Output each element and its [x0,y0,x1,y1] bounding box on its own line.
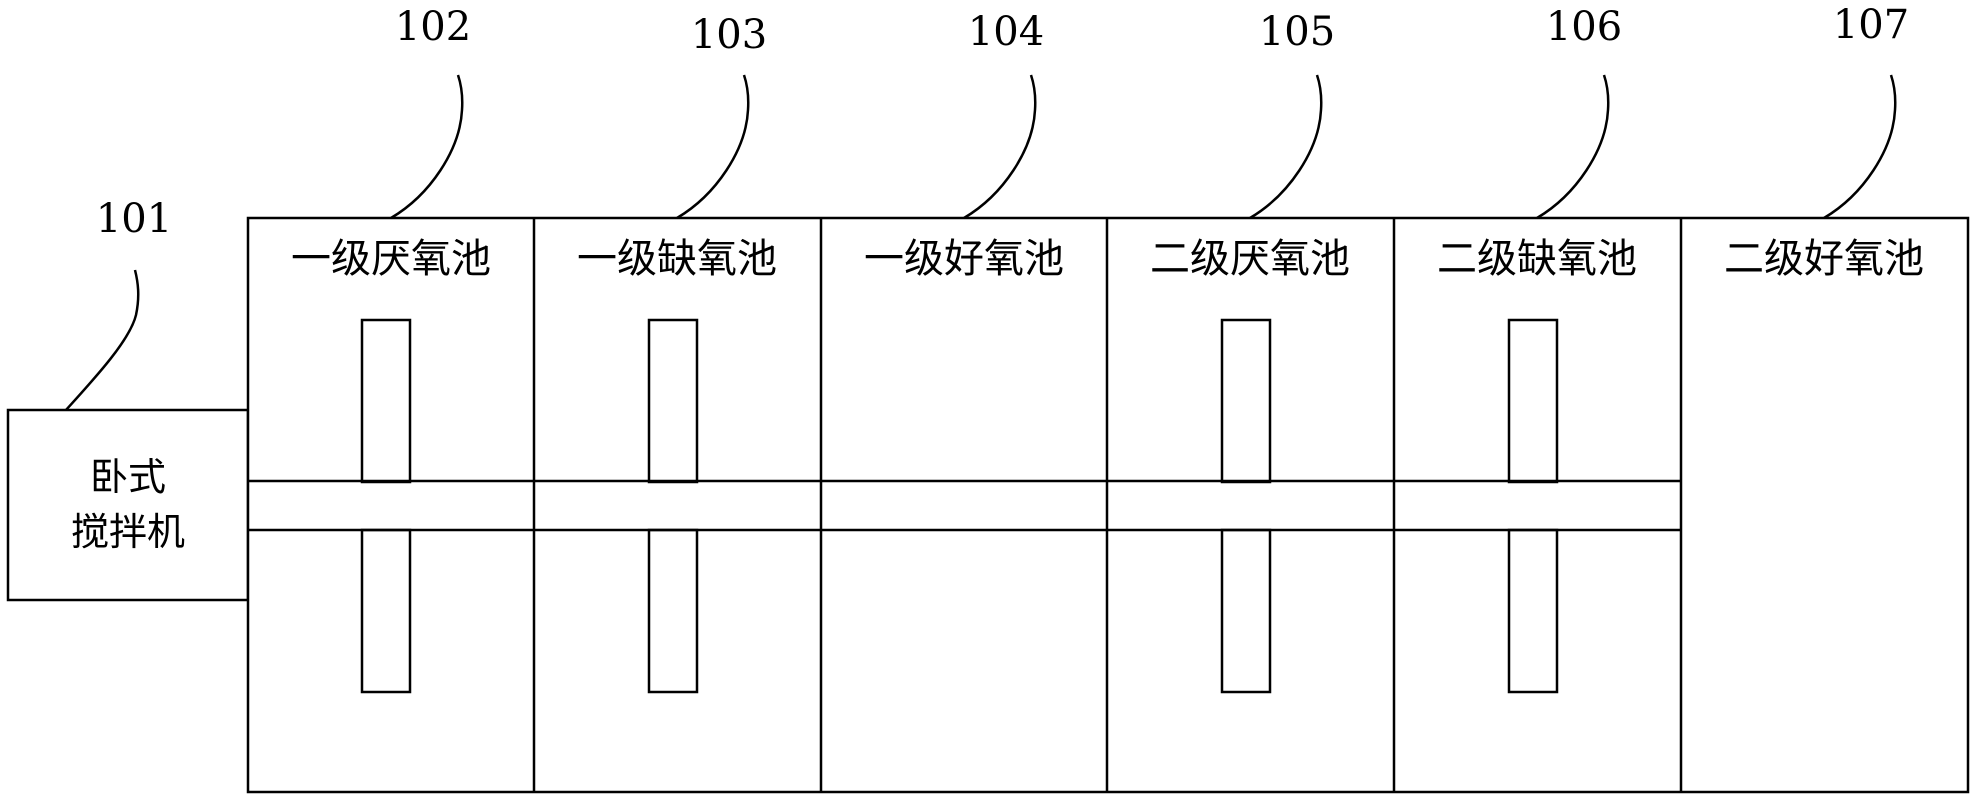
tank-leader-line [390,74,464,220]
tank-6: 二级好氧池 107 [1724,2,1924,282]
tank-label: 一级缺氧池 [577,236,777,282]
tank-leader-line [676,74,750,220]
tank-ref-number: 105 [1259,9,1335,55]
tank-label: 一级厌氧池 [291,236,491,282]
mixer-leader-line [65,269,140,411]
tank-label: 一级好氧池 [864,236,1064,282]
tank-ref-number: 106 [1546,4,1622,50]
tank-leader-line [1536,74,1610,220]
tank-ref-number: 104 [968,9,1044,55]
tank-5: 二级缺氧池 106 [1437,4,1683,792]
mixer-ref-number: 101 [96,196,172,242]
tank-label: 二级缺氧池 [1437,236,1637,282]
tank-ref-number: 102 [395,4,471,50]
tank-leader-line [963,74,1037,220]
mixer-label-line1: 卧式 [90,455,166,499]
tank-ref-number: 107 [1833,2,1909,48]
mixer-label-line2: 搅拌机 [71,510,185,554]
tank-label: 二级好氧池 [1724,236,1924,282]
horizontal-mixer: 卧式 搅拌机 101 [6,196,250,602]
mixer-box [6,408,250,602]
tank-leader-line [1823,74,1897,220]
tank-leader-line [1249,74,1323,220]
tank-ref-number: 103 [691,12,767,58]
tank-label: 二级厌氧池 [1150,236,1350,282]
tank-2: 一级缺氧池 103 [577,12,823,792]
tank-3: 一级好氧池 104 [864,9,1109,792]
mixer-shaft [248,479,1681,532]
tank-4: 二级厌氧池 105 [1150,9,1396,792]
